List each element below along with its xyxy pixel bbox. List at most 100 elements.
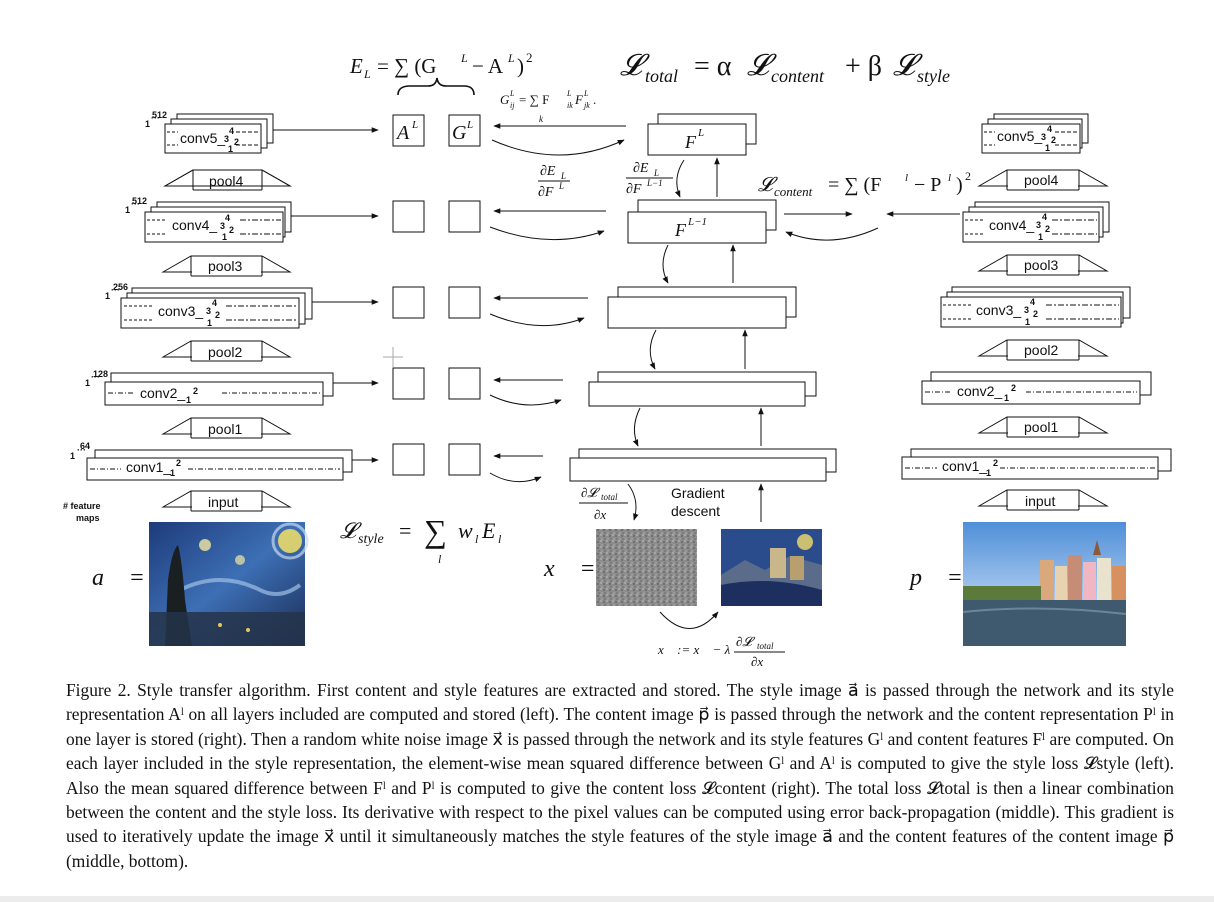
conv2-block-left: conv2_ 21 128 1··· [85, 369, 334, 406]
pool4-arrow-right: pool4 [977, 169, 1109, 191]
svg-text:···: ··· [77, 445, 86, 455]
conv3-label-right: conv3_ [976, 302, 1021, 318]
pool2-arrow-left: pool2 [161, 340, 292, 362]
conv5-block-right: conv5_ 43 21 [981, 113, 1089, 154]
svg-text:2: 2 [193, 386, 198, 396]
svg-text:l: l [905, 172, 908, 184]
svg-text:2: 2 [965, 169, 971, 183]
svg-text:): ) [517, 54, 524, 78]
svg-text:L: L [507, 51, 515, 65]
total-loss-equation: 𝓛 total = α 𝓛 content + β 𝓛 style [620, 49, 950, 86]
pool3-arrow-left: pool3 [161, 255, 292, 277]
svg-text:k: k [539, 114, 544, 124]
conv2-label-right: conv2_ [957, 383, 1002, 399]
content-network: conv5_ 43 21 pool4 conv4_ 43 21 [901, 113, 1172, 511]
svg-text:L−1: L−1 [646, 178, 663, 188]
pool4-label-left: pool4 [209, 173, 243, 189]
input-label-right: input [1025, 493, 1055, 509]
conv1-label-right: conv1_ [942, 458, 987, 474]
svg-text:l: l [475, 532, 479, 546]
svg-text:= ∑ F: = ∑ F [519, 92, 549, 107]
svg-text:3: 3 [1024, 305, 1029, 315]
input-arrow-left: input [161, 490, 292, 512]
svg-text:1: 1 [228, 144, 233, 154]
svg-text:− P: − P [914, 174, 941, 196]
svg-text:2: 2 [993, 458, 998, 468]
svg-text:w: w [458, 518, 473, 543]
svg-text:3: 3 [206, 306, 211, 316]
svg-text:1: 1 [70, 451, 75, 461]
gram-arrows [489, 123, 626, 483]
pool3-arrow-right: pool3 [977, 254, 1109, 276]
pool4-arrow-left: pool4 [163, 169, 292, 191]
svg-text:1: 1 [105, 291, 110, 301]
style-transfer-figure: E L = ∑ (G L − A L ) 2 𝓛 total = α 𝓛 con… [63, 49, 1172, 669]
svg-text:2: 2 [215, 310, 220, 320]
svg-text:G: G [500, 92, 510, 107]
content-image-tuebingen [962, 522, 1127, 646]
svg-text:total: total [757, 641, 774, 651]
svg-text:1: 1 [1004, 393, 1009, 403]
input-arrow-right: input [977, 489, 1109, 511]
stylized-output-image [721, 529, 822, 606]
svg-text:2: 2 [234, 137, 239, 147]
svg-text:···: ··· [131, 199, 140, 209]
conv5-label-right: conv5_ [997, 128, 1042, 144]
generated-image-label: x⃗ = [543, 556, 596, 582]
svg-text:3: 3 [220, 221, 225, 231]
svg-text:∂E: ∂E [633, 161, 649, 176]
svg-text:content: content [774, 184, 813, 199]
svg-text:1: 1 [1038, 232, 1043, 242]
svg-text:.: . [593, 92, 596, 107]
conv4-block-left: conv4_ 43 21 512 1··· [125, 196, 292, 243]
pool1-arrow-right: pool1 [977, 416, 1109, 438]
svg-text:L: L [411, 119, 418, 131]
figure-caption: Figure 2. Style transfer algorithm. Firs… [66, 680, 1174, 871]
svg-text:L: L [466, 119, 473, 131]
svg-text:4: 4 [229, 126, 234, 136]
svg-text:2: 2 [176, 458, 181, 468]
svg-text:3: 3 [224, 134, 229, 144]
svg-text:E: E [481, 518, 496, 543]
conv5-label: conv5_ [180, 130, 225, 146]
svg-text:4: 4 [212, 298, 217, 308]
svg-text:L: L [560, 171, 566, 181]
svg-text:ij: ij [510, 101, 515, 110]
update-rule-equation: x⃗ := x⃗ − λ ∂𝓛 total ∂x⃗ [657, 634, 785, 669]
svg-text:L: L [460, 51, 468, 65]
svg-text:∑: ∑ [424, 513, 447, 549]
conv4-label-left: conv4_ [172, 217, 217, 233]
svg-text:F: F [574, 92, 584, 107]
svg-text:+ β: + β [845, 51, 882, 82]
svg-text:4: 4 [1047, 124, 1052, 134]
style-image-starry-night [149, 522, 309, 646]
svg-text:···: ··· [91, 372, 100, 382]
svg-text:2: 2 [1051, 135, 1056, 145]
G-L-label: G [452, 122, 467, 144]
conv5-block-left: conv5_ 43 21 512 1··· [145, 110, 274, 154]
svg-text:4: 4 [1030, 297, 1035, 307]
A-L-box [392, 114, 425, 147]
conv1-block-left: conv1_ 21 64 1··· [70, 441, 353, 481]
pool3-label-right: pool3 [1024, 257, 1058, 273]
svg-text:1: 1 [986, 468, 991, 478]
pool4-label-right: pool4 [1024, 172, 1058, 188]
grad-EL-FL1: ∂E L ∂F L−1 [626, 161, 673, 197]
pool1-label-right: pool1 [1024, 419, 1058, 435]
feature-count-conv3: 256 [113, 282, 128, 292]
svg-text:= α: = α [694, 51, 732, 82]
svg-text:L: L [509, 89, 515, 98]
svg-text:style: style [917, 66, 950, 86]
svg-text:a⃗ =: a⃗ = [92, 565, 145, 591]
svg-text:2: 2 [1011, 383, 1016, 393]
svg-text:jk: jk [583, 101, 590, 110]
input-label-left: input [208, 494, 238, 510]
svg-text:∂x⃗: ∂x⃗ [751, 654, 773, 669]
conv3-label-left: conv3_ [158, 303, 203, 319]
pool1-arrow-left: pool1 [161, 417, 292, 439]
svg-text:∂E: ∂E [540, 164, 556, 179]
svg-text:2: 2 [229, 225, 234, 235]
svg-text:2: 2 [1045, 224, 1050, 234]
content-image-label: p⃗ = [908, 565, 963, 591]
gradient-descent-label-1: Gradient [671, 485, 725, 501]
